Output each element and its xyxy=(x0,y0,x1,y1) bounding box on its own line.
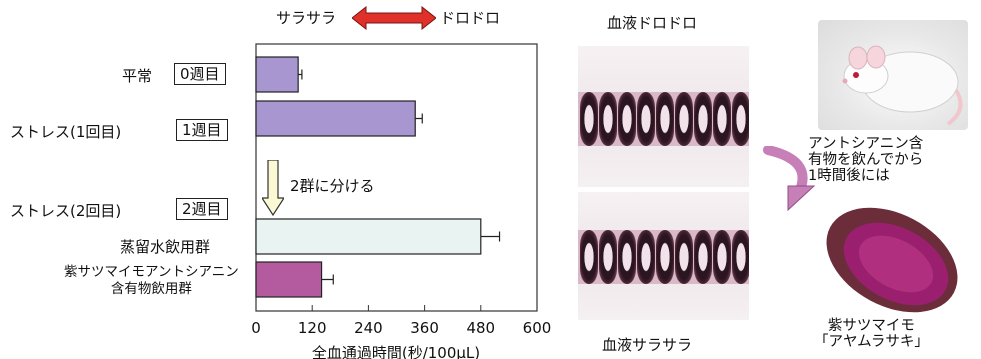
blood-cell-shape xyxy=(732,92,749,146)
bars-layer xyxy=(255,56,501,298)
group-water-label: 蒸留水飲用群 xyxy=(120,238,211,256)
week-1-box: 1週目 xyxy=(176,119,228,141)
bar-1 xyxy=(255,100,416,137)
error-bar-1 xyxy=(415,113,423,124)
smooth-label: サラサラ xyxy=(276,9,337,27)
blood-cell-shape xyxy=(694,230,712,284)
group-anthocyanin-label-line1: 紫サツマイモアントシアニン xyxy=(64,264,239,280)
thick-label: ドロドロ xyxy=(440,9,501,27)
micro-cell-row-top xyxy=(578,92,749,146)
bar-2 xyxy=(255,218,482,255)
x-tick-label-3: 360 xyxy=(410,319,439,337)
double-arrow-icon xyxy=(352,6,436,30)
blood-cell-shape xyxy=(618,230,636,284)
blood-cell-shape xyxy=(599,92,617,146)
x-tick-label-4: 480 xyxy=(466,319,495,337)
bar-0 xyxy=(255,56,299,93)
x-tick-label-1: 120 xyxy=(298,319,327,337)
anthocyanin-caption: アントシアニン含 有物を飲んでから 1時間後には xyxy=(808,136,923,184)
caption-line2: 有物を飲んでから xyxy=(808,152,924,168)
row-normal-label: 平常 xyxy=(122,67,153,85)
blood-cell-shape xyxy=(580,230,598,284)
potato-line2: 「アヤムラサキ」 xyxy=(814,334,929,350)
micro-top-label: 血液ドロドロ xyxy=(607,14,698,32)
caption-line3: 1時間後には xyxy=(808,168,890,184)
ticks-layer: 0 120 240 360 480 600 xyxy=(251,305,551,337)
bar-chart: 0 120 240 360 480 600 全血通過時間(秒/100μL) xyxy=(251,43,551,359)
micrograph-thick-blood xyxy=(578,46,749,187)
sweet-potato-caption: 紫サツマイモ 「アヤムラサキ」 xyxy=(814,318,929,350)
blood-cell-shape xyxy=(732,230,749,284)
blood-cell-shape xyxy=(637,230,655,284)
error-bar-0 xyxy=(298,69,303,80)
blood-cell-shape xyxy=(656,92,674,146)
plot-frame xyxy=(255,43,538,312)
micro-bottom-label: 血液サラサラ xyxy=(602,336,693,354)
blood-cell-shape xyxy=(694,92,712,146)
blood-cell-shape xyxy=(599,230,617,284)
blood-cell-shape xyxy=(675,92,693,146)
blood-cell-shape xyxy=(675,230,693,284)
week-2-box: 2週目 xyxy=(176,198,228,220)
sweet-potato-icon xyxy=(826,207,958,313)
blood-cell-shape xyxy=(656,230,674,284)
blood-cell-shape xyxy=(713,230,731,284)
blood-cell-shape xyxy=(580,92,598,146)
rat-icon xyxy=(842,45,963,126)
purple-sweet-potato-photo xyxy=(810,200,970,318)
split-down-arrow-icon xyxy=(262,160,284,216)
micrograph-smooth-blood xyxy=(578,192,749,320)
row-stress2-label: ストレス(2回目) xyxy=(10,202,122,220)
error-bar-2 xyxy=(480,231,501,242)
curved-arrow-icon xyxy=(763,146,816,212)
group-anthocyanin-label: 紫サツマイモアントシアニン 含有物飲用群 xyxy=(64,264,239,298)
x-axis-label: 全血通過時間(秒/100μL) xyxy=(312,344,480,359)
x-tick-label-0: 0 xyxy=(251,319,261,337)
bar-3 xyxy=(255,261,323,298)
blood-cell-shape xyxy=(713,92,731,146)
blood-cell-shape xyxy=(618,92,636,146)
week-0-box: 0週目 xyxy=(174,63,226,85)
rat-photo xyxy=(818,20,968,130)
micro-cell-row-bottom xyxy=(578,230,749,284)
blood-cell-shape xyxy=(637,92,655,146)
x-tick-label-2: 240 xyxy=(354,319,383,337)
row-stress1-label: ストレス(1回目) xyxy=(10,123,122,141)
x-tick-label-5: 600 xyxy=(523,319,552,337)
caption-line1: アントシアニン含 xyxy=(808,136,924,152)
error-bar-3 xyxy=(321,274,334,285)
potato-line1: 紫サツマイモ xyxy=(827,318,915,334)
group-anthocyanin-label-line2: 含有物飲用群 xyxy=(110,281,192,297)
split-groups-label: 2群に分ける xyxy=(290,177,375,195)
